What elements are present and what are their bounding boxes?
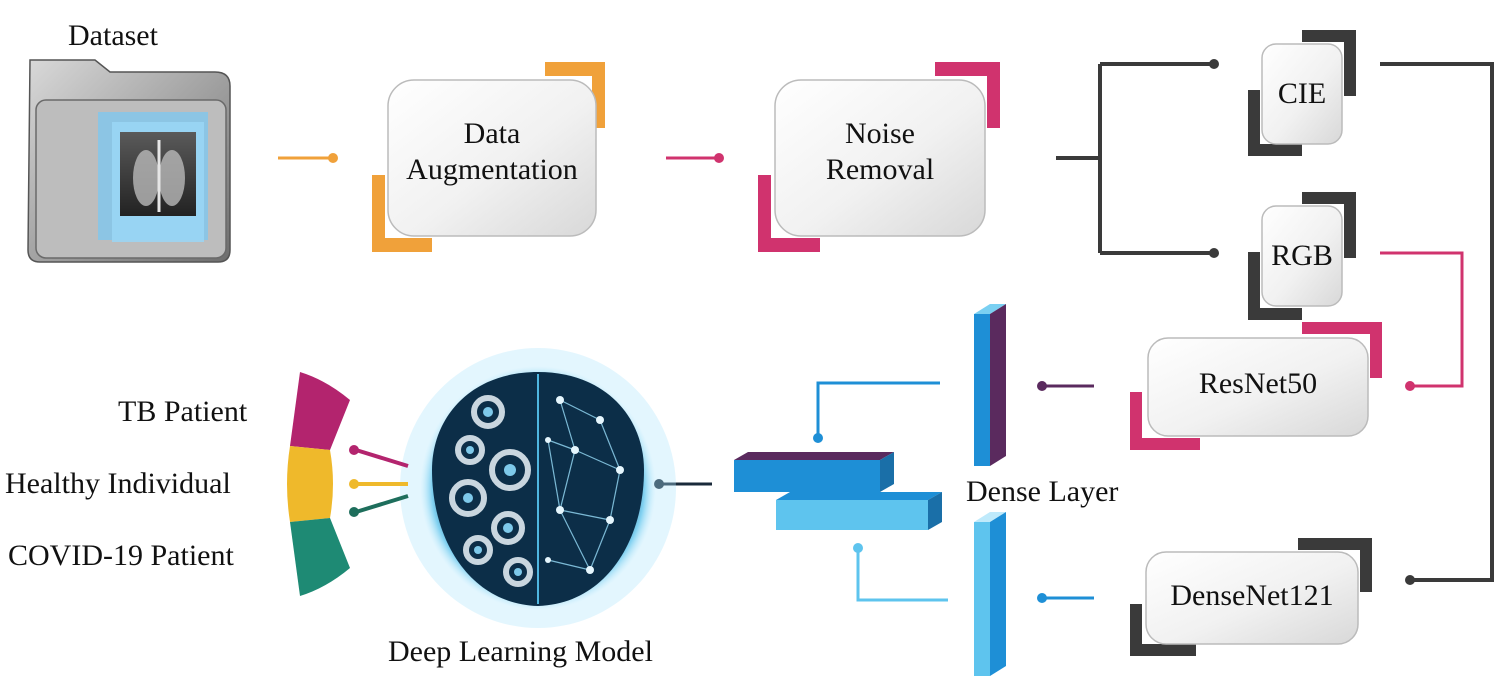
noise-removal-label: Noise Removal — [775, 116, 985, 188]
noise-removal-box — [758, 62, 1000, 252]
augmentation-label: Data Augmentation — [388, 116, 596, 188]
densenet-label: DenseNet121 — [1170, 579, 1334, 612]
dense-layer-flat-bar-1 — [734, 452, 894, 492]
connector-resnet-dense — [1037, 381, 1094, 391]
cie-box — [1248, 30, 1356, 156]
deep-learning-model-label: Deep Learning Model — [388, 635, 653, 668]
noise-removal-label-line2: Removal — [825, 153, 935, 186]
resnet-label: ResNet50 — [1198, 367, 1318, 400]
connector-rgb-resnet — [1380, 251, 1464, 391]
connector-cie-densenet — [1380, 62, 1494, 585]
connector-brain-tb — [349, 445, 409, 468]
cie-label: CIE — [1277, 77, 1327, 110]
augmentation-label-line1: Data — [463, 117, 521, 150]
noise-removal-label-line1: Noise — [845, 117, 915, 150]
output-tb-label: TB Patient — [118, 395, 248, 428]
dense-layer-flat-bar-2 — [776, 492, 942, 530]
connector-upper-bar-to-flat — [813, 381, 940, 443]
output-arc — [287, 372, 350, 596]
connector-augmentation-noise — [666, 153, 724, 163]
connector-flat-to-lower-bar — [853, 543, 948, 602]
augmentation-label-line2: Augmentation — [406, 153, 578, 186]
dense-layer-upper-bar — [974, 304, 1006, 466]
connector-brain-healthy — [349, 479, 408, 489]
dataset-folder-icon — [27, 59, 231, 263]
rgb-box — [1248, 192, 1356, 320]
deep-learning-brain-icon — [400, 348, 676, 628]
connector-dense-brain — [654, 479, 712, 489]
rgb-label: RGB — [1271, 239, 1333, 272]
connector-noise-branch — [1056, 59, 1219, 258]
densenet-box — [1130, 538, 1372, 656]
connector-brain-covid — [349, 494, 409, 517]
dataset-label: Dataset — [68, 19, 158, 52]
resnet-box — [1130, 322, 1382, 450]
output-covid-label: COVID-19 Patient — [8, 539, 234, 572]
dense-layer-lower-bar — [974, 512, 1006, 676]
output-healthy-label: Healthy Individual — [5, 467, 231, 500]
connector-dataset-augmentation — [278, 153, 338, 163]
dense-layer-label: Dense Layer — [966, 475, 1119, 508]
augmentation-box — [372, 62, 605, 252]
connector-densenet-dense — [1037, 593, 1094, 603]
